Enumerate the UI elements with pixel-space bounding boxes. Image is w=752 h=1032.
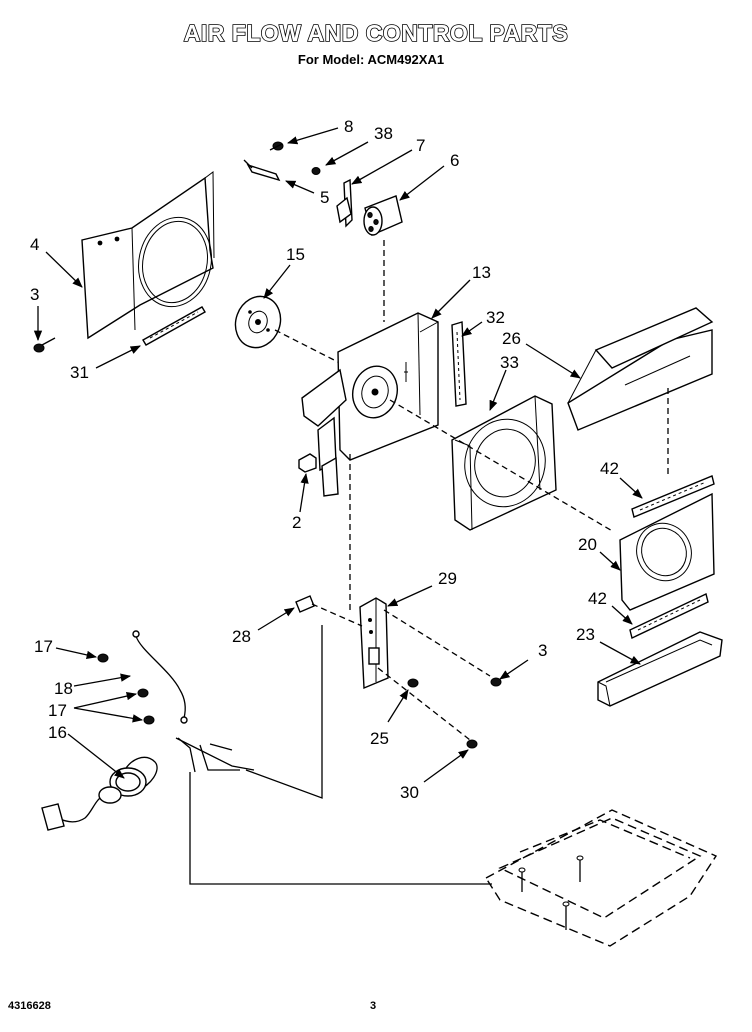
foam-strip-part	[142, 306, 206, 346]
callout-8: 8	[344, 117, 353, 136]
page-number: 3	[370, 1000, 377, 1012]
callout-42-lower: 42	[588, 589, 607, 608]
callout-labels: 8 38 7 6 5 4 3 15 13 32 26 31 33 42 2 20…	[30, 117, 619, 802]
bracket-part	[243, 141, 284, 182]
callout-4: 4	[30, 235, 39, 254]
drain-trough-part	[597, 631, 723, 707]
capacitor-part	[311, 167, 403, 236]
callout-3-right: 3	[538, 641, 547, 660]
callout-20: 20	[578, 535, 597, 554]
callout-15: 15	[286, 245, 305, 264]
motor-mount-part	[301, 312, 439, 497]
fan-hub-part	[234, 295, 282, 349]
gasket-strip-lower-part	[629, 593, 709, 639]
callout-33: 33	[500, 353, 519, 372]
callout-31: 31	[70, 363, 89, 382]
model-subtitle: For Model: ACM492XA1	[297, 52, 445, 67]
callout-26: 26	[502, 329, 521, 348]
callout-28: 28	[232, 627, 251, 646]
diagram-title: AIR FLOW AND CONTROL PARTS	[183, 19, 569, 47]
wiring-part	[97, 630, 188, 725]
air-duct-part	[567, 307, 714, 431]
callout-17-upper: 17	[34, 637, 53, 656]
base-pan-part	[485, 809, 718, 947]
orifice-panel-part	[619, 492, 715, 611]
callout-38: 38	[374, 124, 393, 143]
callout-16: 16	[48, 723, 67, 742]
callout-30: 30	[400, 783, 419, 802]
power-cord-part	[41, 737, 255, 831]
gasket-strip-upper-part	[631, 475, 715, 518]
callout-23: 23	[576, 625, 595, 644]
document-part-number: 4316628	[8, 1000, 51, 1012]
callout-29: 29	[438, 569, 457, 588]
screw-part	[466, 739, 478, 749]
callout-7: 7	[416, 136, 425, 155]
callout-5: 5	[320, 188, 329, 207]
callout-42-upper: 42	[600, 459, 619, 478]
callout-32: 32	[486, 308, 505, 327]
callout-2: 2	[292, 513, 301, 532]
clip-part	[298, 453, 317, 473]
blower-housing-part	[451, 395, 557, 531]
callout-18: 18	[54, 679, 73, 698]
assembly-lines	[189, 240, 669, 885]
shroud-panel-part	[81, 171, 215, 340]
callout-6: 6	[450, 151, 459, 170]
callout-17-lower: 17	[48, 701, 67, 720]
screw-part	[490, 677, 502, 687]
seal-strip-part	[451, 321, 467, 407]
leader-arrows	[33, 127, 643, 783]
switch-part	[295, 595, 315, 613]
callout-13: 13	[472, 263, 491, 282]
screw-part	[33, 337, 56, 353]
control-bracket-part	[359, 597, 389, 690]
screw-part	[407, 678, 419, 688]
callout-3: 3	[30, 285, 39, 304]
callout-25: 25	[370, 729, 389, 748]
